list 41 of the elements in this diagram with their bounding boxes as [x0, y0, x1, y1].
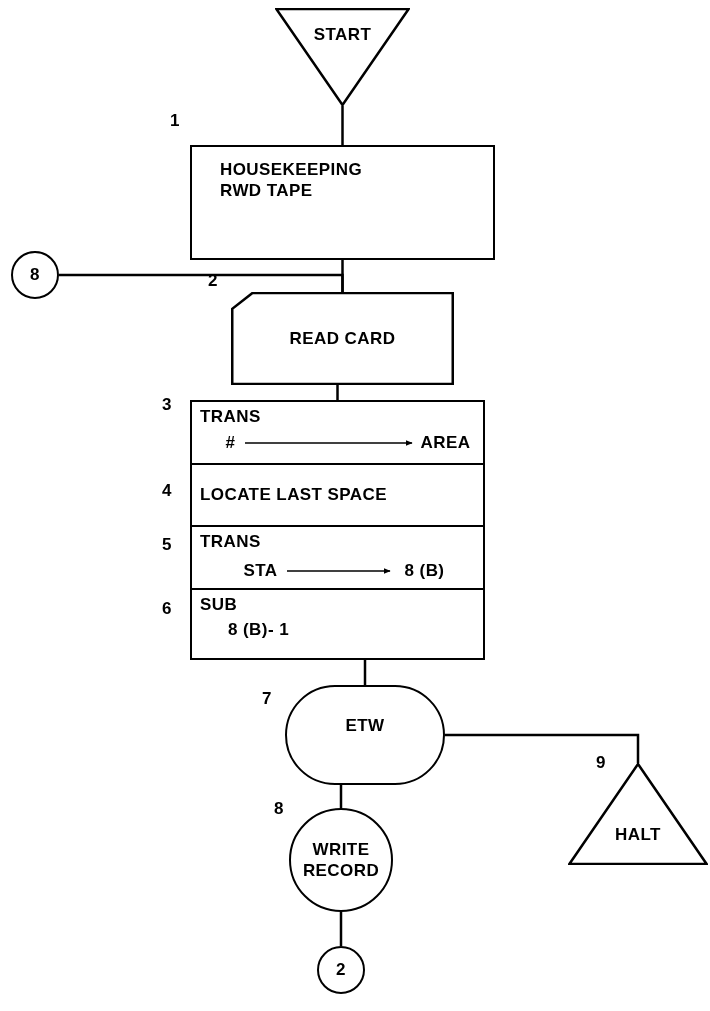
- process-box: [190, 145, 495, 260]
- node-label: TRANS: [200, 406, 261, 428]
- step-number: 4: [162, 482, 172, 499]
- connector-line: [341, 106, 344, 145]
- step-number: 8: [274, 800, 284, 817]
- process-box: [190, 587, 485, 660]
- node-label: ETW: [345, 715, 385, 737]
- node-label: READ CARD: [289, 327, 396, 350]
- arrow: [244, 440, 413, 446]
- arrow: [286, 568, 391, 574]
- step-number: 1: [170, 112, 180, 129]
- node-label: LOCATE LAST SPACE: [200, 484, 387, 506]
- connector-line: [339, 912, 343, 946]
- start-terminal: [275, 8, 410, 106]
- process-box: [190, 400, 485, 465]
- process-box: [190, 462, 485, 528]
- process-box: [190, 525, 485, 590]
- node-text: #: [225, 431, 236, 454]
- connector-line: [59, 273, 344, 292]
- node-text: AREA: [420, 431, 471, 454]
- step-number: 6: [162, 600, 172, 617]
- node-label: 8 (B)- 1: [227, 618, 289, 640]
- node-label: SUB: [200, 593, 238, 615]
- connector-line: [363, 660, 367, 685]
- node-label: TRANS: [200, 531, 261, 553]
- connector-line: [336, 385, 339, 400]
- step-number: 9: [596, 754, 606, 771]
- card-input-shape: [230, 292, 455, 385]
- step-number: 7: [262, 690, 272, 707]
- connector-line: [445, 733, 640, 763]
- node-label: 2: [336, 959, 346, 981]
- node-label: START: [313, 24, 372, 46]
- node-label: HALT: [615, 823, 661, 845]
- node-label: 8: [30, 264, 40, 286]
- node-text: STA: [243, 559, 278, 582]
- connector-line: [339, 785, 343, 808]
- node-text: 8 (B): [404, 559, 445, 582]
- step-number: 3: [162, 396, 172, 413]
- node-label: WRITE RECORD: [301, 838, 381, 882]
- node-label: HOUSEKEEPING RWD TAPE: [220, 159, 364, 202]
- step-number: 5: [162, 536, 172, 553]
